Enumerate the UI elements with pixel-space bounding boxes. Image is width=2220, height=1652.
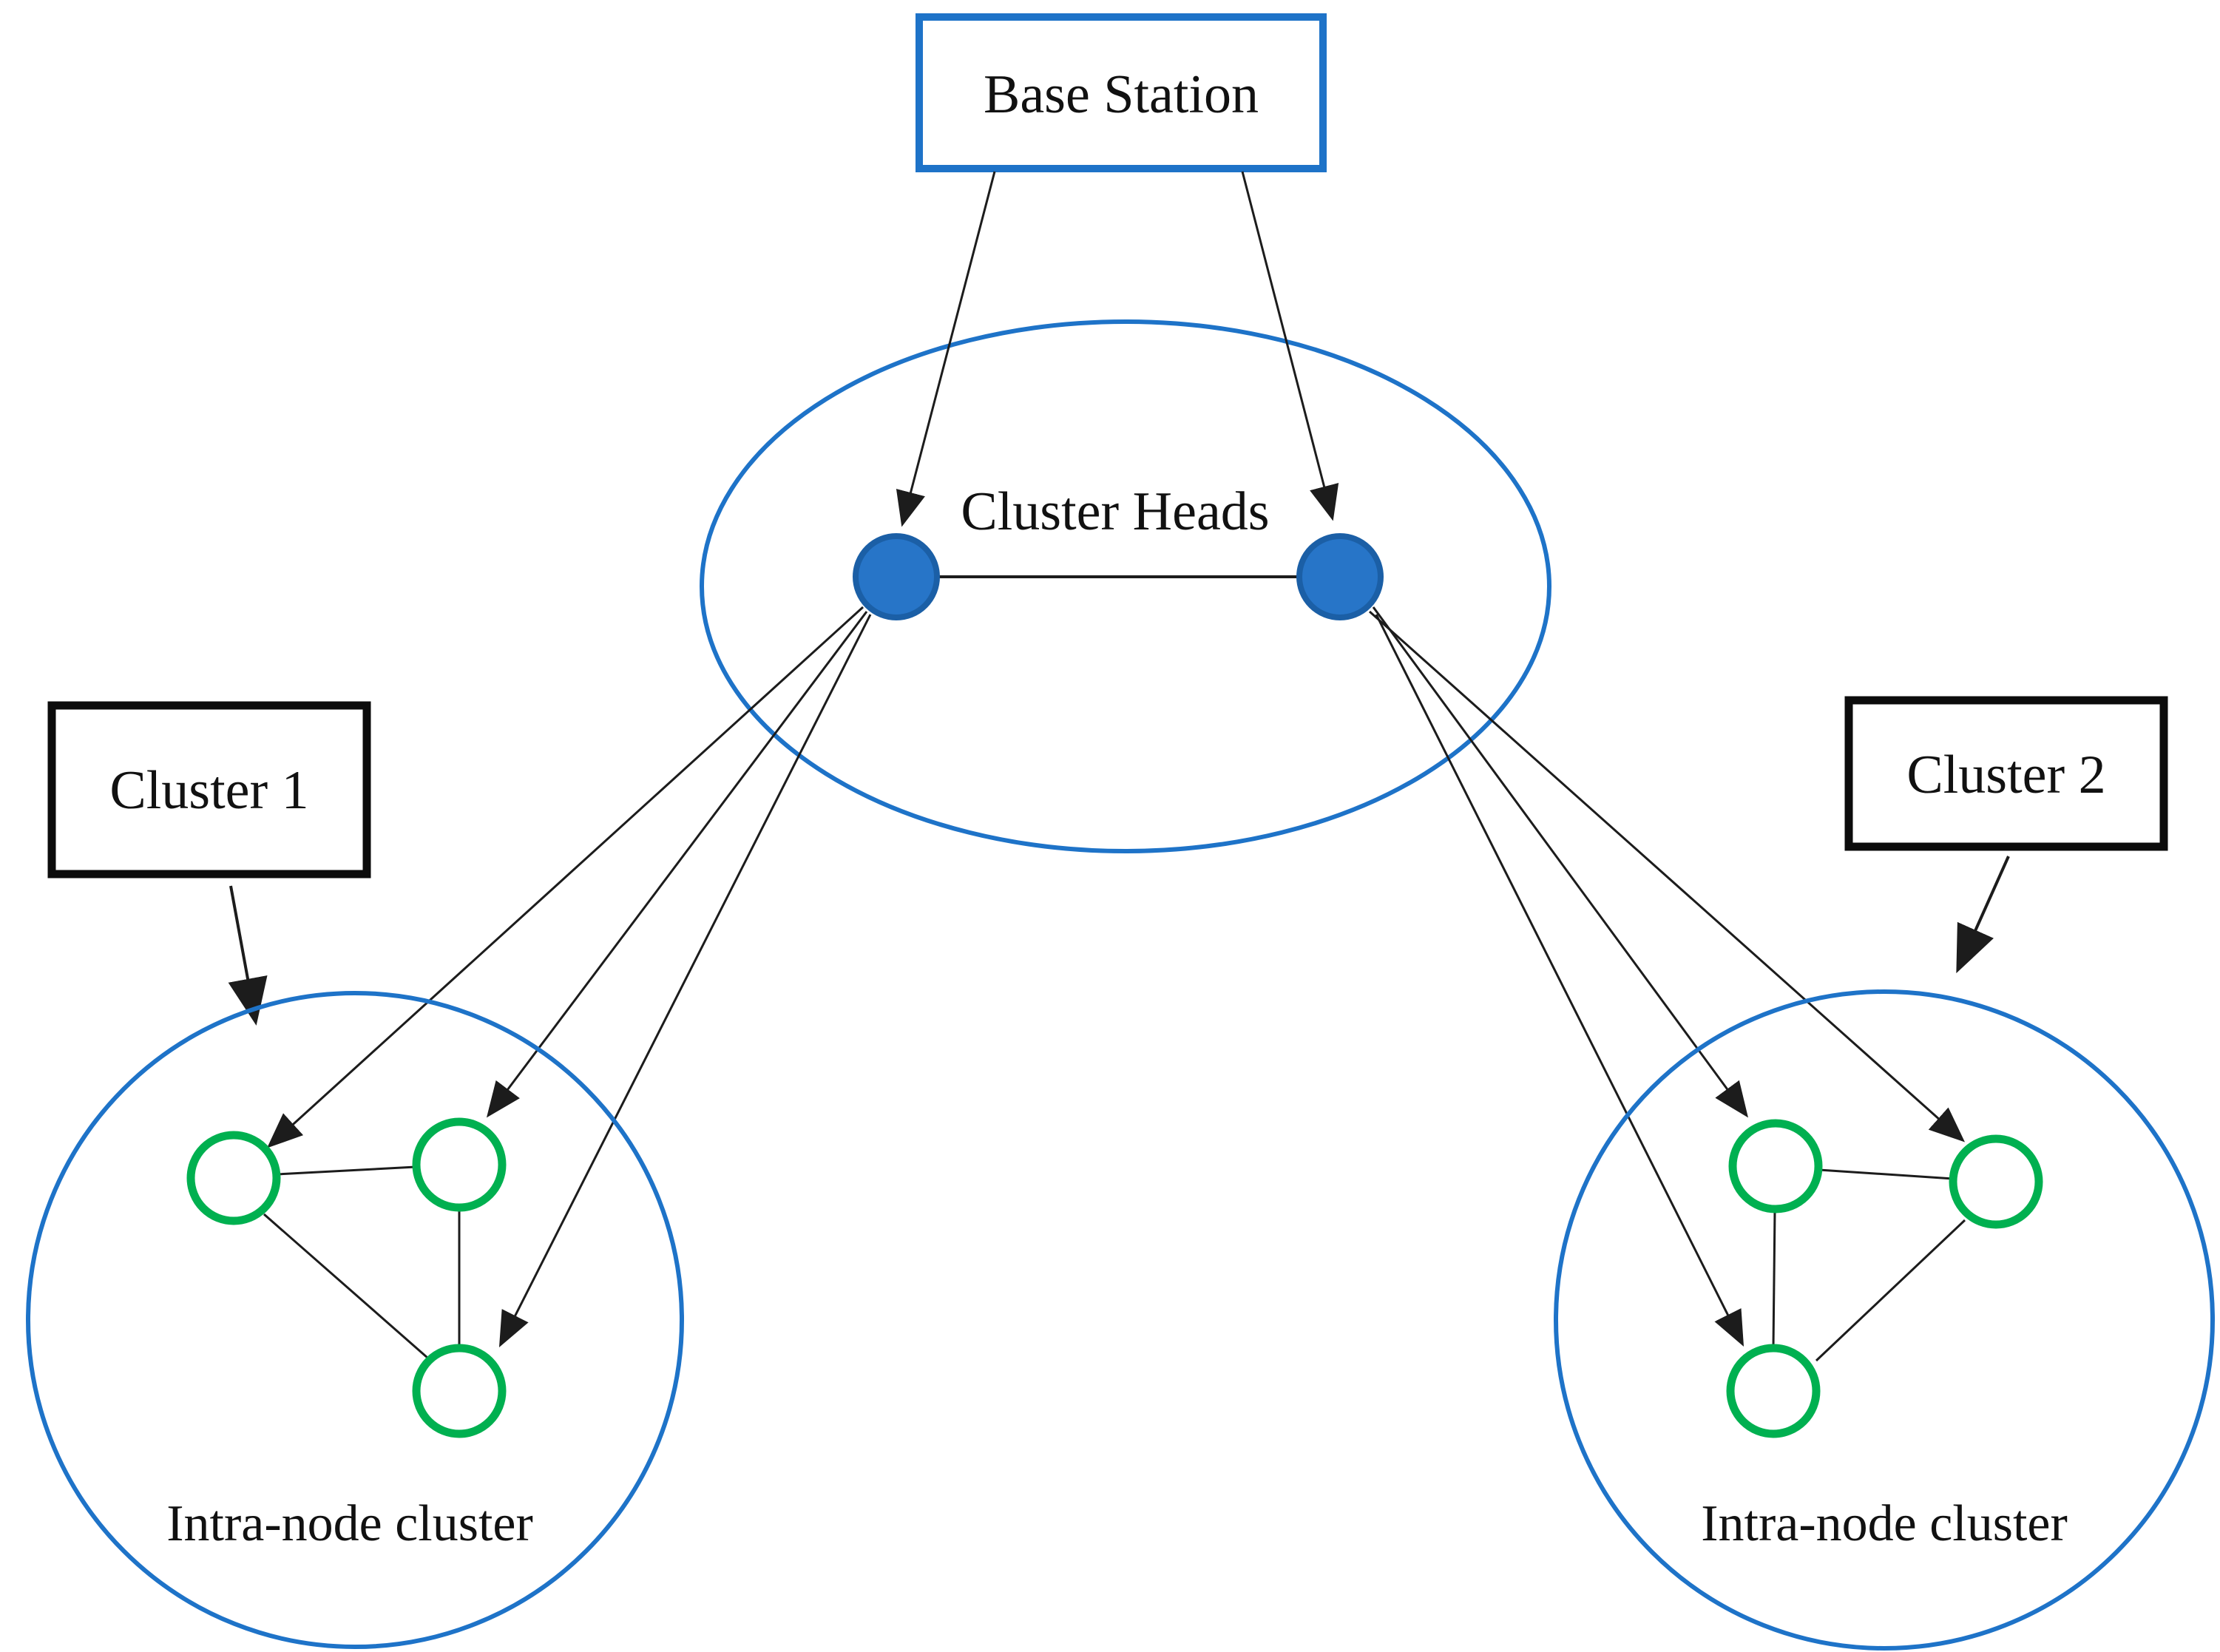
left-head-to-member1-arrow (267, 606, 864, 1148)
bs-to-right-head-arrow (1241, 171, 1339, 521)
cluster2-caption: Intra-node cluster (1701, 1495, 2068, 1552)
cluster2-boundary-circle (1554, 989, 2215, 1651)
cluster1-edge-a-c (263, 1213, 434, 1364)
cluster-heads-label: Cluster Heads (961, 481, 1269, 542)
cluster1-boundary-circle (26, 991, 684, 1649)
left-head-to-member3-arrow (498, 614, 872, 1347)
cluster1-edge-a-b (277, 1165, 416, 1176)
cluster2-member-node-3 (1726, 1344, 1821, 1438)
cluster1-caption: Intra-node cluster (166, 1495, 533, 1552)
base-station-label: Base Station (984, 64, 1259, 125)
cluster2-label: Cluster 2 (1906, 745, 2105, 805)
cluster2-edge-e-f (1815, 1219, 1966, 1362)
cluster2-member-node-2 (1949, 1134, 2043, 1229)
cluster2-edge-d-f (1772, 1210, 1776, 1347)
cluster2-box (1844, 696, 2168, 851)
cluster1-label: Cluster 1 (109, 760, 308, 821)
cluster1-pointer-arrow (228, 885, 268, 1026)
cluster2-pointer-arrow (1956, 856, 2010, 974)
cluster1-member-node-3 (412, 1344, 507, 1438)
right-head-to-member1-arrow (1372, 606, 1748, 1118)
right-head-to-member2-arrow (1369, 610, 1966, 1142)
cluster1-member-node-2 (412, 1117, 507, 1212)
cluster-head-node-left (853, 533, 940, 620)
cluster1-member-node-1 (186, 1131, 281, 1225)
cluster-heads-boundary-ellipse (700, 319, 1551, 853)
cluster2-member-node-1 (1728, 1119, 1823, 1213)
base-station-box (916, 13, 1327, 172)
cluster1-box (47, 701, 371, 879)
cluster2-edge-d-e (1818, 1168, 1954, 1180)
cluster-head-node-right (1296, 533, 1384, 620)
bs-to-left-head-arrow (896, 171, 996, 527)
right-head-to-member3-arrow (1375, 614, 1744, 1347)
left-head-to-member2-arrow (486, 611, 868, 1118)
